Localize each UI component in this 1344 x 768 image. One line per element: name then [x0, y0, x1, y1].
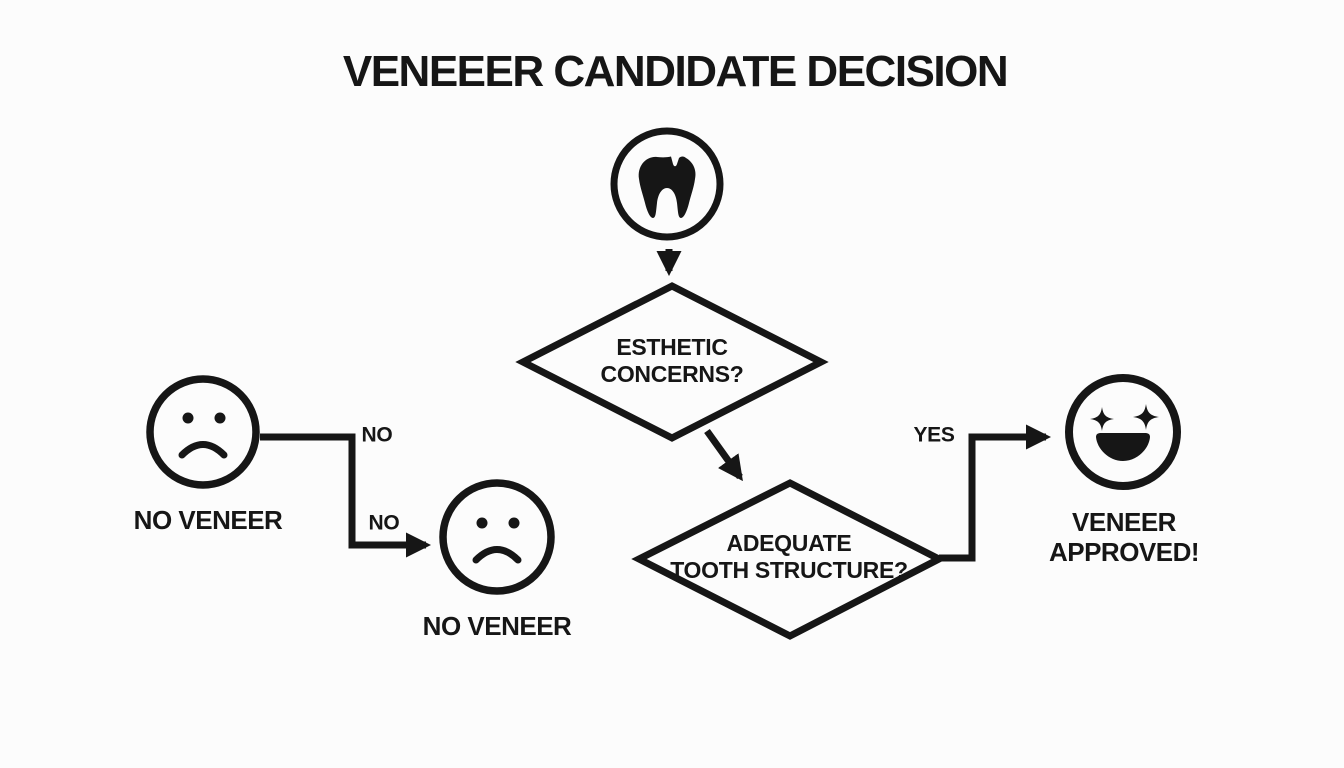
page-title: VENEEER CANDIDATE DECISION	[342, 47, 1009, 97]
sad-face-outline	[439, 479, 555, 595]
edge-label-no-second: NO	[368, 511, 400, 535]
frown-mouth	[178, 441, 228, 459]
star-struck-face-icon	[1065, 374, 1181, 490]
decision-label-structure: ADEQUATE TOOTH STRUCTURE?	[670, 530, 908, 583]
eye-right	[508, 517, 520, 529]
eye-left	[182, 412, 194, 424]
smile-mouth	[1096, 433, 1150, 461]
sad-face-icon-second	[439, 479, 555, 595]
star-eye-right	[1133, 404, 1159, 430]
tooth-circle-outline	[610, 127, 724, 241]
frown-mouth	[472, 546, 522, 564]
decision-label-esthetic: ESTHETIC CONCERNS?	[600, 334, 744, 387]
decision-diamond-structure	[631, 479, 947, 640]
start-node-tooth	[610, 127, 724, 241]
sad-face-icon-first	[146, 375, 260, 489]
sad-face-outline	[146, 375, 260, 489]
eye-right	[214, 412, 226, 424]
edge-label-yes: YES	[913, 423, 955, 447]
outcome-label-veneer-approved: VENEER APPROVED!	[1048, 507, 1200, 567]
arrow-esthetic-to-structure	[704, 428, 743, 482]
outcome-label-no-veneer-second: NO VENEER	[422, 611, 572, 641]
arrow-yes-to-approved	[939, 424, 1052, 562]
outcome-label-no-veneer-first: NO VENEER	[133, 505, 283, 535]
eye-left	[476, 517, 488, 529]
decision-diamond-esthetic	[515, 282, 829, 442]
edge-label-no-first: NO	[361, 423, 393, 447]
star-eye-left	[1090, 407, 1114, 431]
tooth-icon	[638, 156, 696, 218]
arrow-no-to-rejected	[260, 433, 432, 558]
happy-face-outline	[1065, 374, 1181, 490]
